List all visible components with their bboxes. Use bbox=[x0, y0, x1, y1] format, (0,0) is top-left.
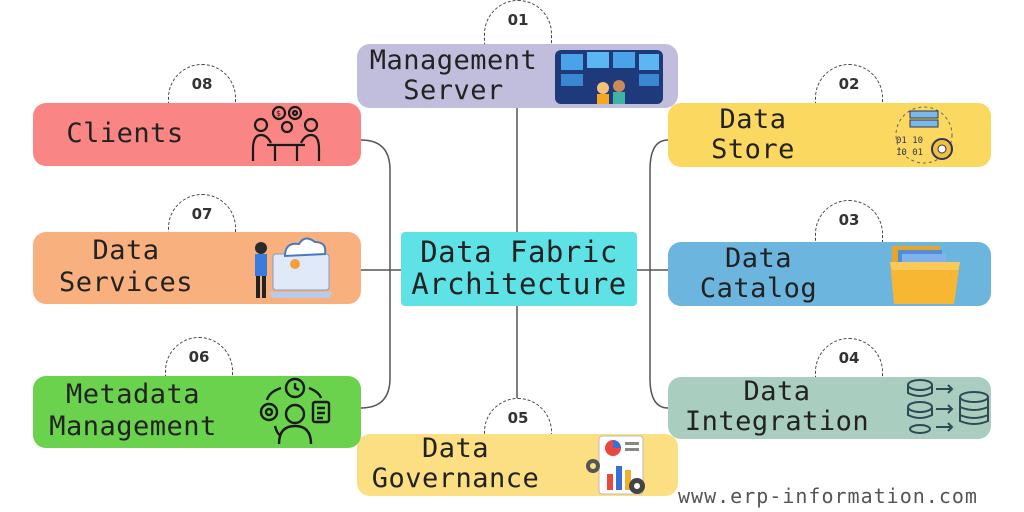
node-label-line2: Governance bbox=[371, 463, 540, 494]
folder-icon bbox=[890, 246, 960, 304]
svg-text:10 01: 10 01 bbox=[896, 148, 923, 158]
node-label-line1: Metadata bbox=[65, 379, 201, 410]
node-data-services[interactable]: Data Services bbox=[33, 232, 361, 304]
svg-text:$: $ bbox=[276, 109, 281, 118]
node-label-line1: Clients bbox=[66, 118, 184, 149]
node-label-line1: Data bbox=[743, 376, 811, 407]
node-label-line2: Server bbox=[403, 75, 504, 106]
connector-right-bracket bbox=[649, 139, 669, 409]
node-clients[interactable]: Clients $ bbox=[33, 103, 361, 166]
server-room-icon bbox=[555, 50, 663, 104]
node-label-line2: Services bbox=[58, 267, 194, 298]
svg-text:01 10: 01 10 bbox=[896, 136, 923, 146]
node-number-02: 02 bbox=[815, 64, 883, 110]
node-label-line1: Data bbox=[92, 235, 160, 266]
data-store-icon: 01 10 10 01 bbox=[895, 106, 953, 164]
node-label-line1: Management bbox=[369, 45, 538, 76]
center-node-data-fabric-architecture[interactable]: Data Fabric Architecture bbox=[401, 232, 637, 306]
node-label-line1: Data bbox=[421, 433, 490, 464]
node-data-governance[interactable]: Data Governance bbox=[357, 434, 678, 496]
center-label-line2: Architecture bbox=[411, 267, 627, 301]
clients-meeting-icon: $ bbox=[251, 105, 321, 161]
node-label-line1: Data bbox=[719, 104, 787, 135]
cloud-service-icon bbox=[255, 237, 333, 298]
report-chart-icon bbox=[586, 435, 645, 495]
node-data-store[interactable]: Data Store 01 10 10 01 bbox=[668, 103, 991, 167]
database-sync-icon bbox=[907, 379, 989, 434]
connector-left-bracket bbox=[360, 139, 391, 409]
node-data-integration[interactable]: Data Integration bbox=[668, 377, 991, 439]
node-label-line2: Management bbox=[49, 411, 217, 442]
node-metadata-management[interactable]: Metadata Management bbox=[33, 376, 361, 448]
metadata-user-icon bbox=[259, 377, 331, 445]
node-label-line2: Integration bbox=[684, 406, 870, 437]
node-number-01: 01 bbox=[484, 0, 552, 46]
node-management-server[interactable]: Management Server bbox=[357, 44, 678, 108]
node-label-line2: Store bbox=[711, 134, 795, 165]
node-label-line2: Catalog bbox=[699, 273, 818, 304]
center-label-line1: Data Fabric bbox=[420, 235, 618, 269]
node-data-catalog[interactable]: Data Catalog bbox=[668, 242, 991, 306]
node-number-06: 06 bbox=[165, 337, 233, 383]
watermark-url: www.erp-information.com bbox=[678, 484, 978, 508]
node-label-line1: Data bbox=[724, 243, 793, 274]
